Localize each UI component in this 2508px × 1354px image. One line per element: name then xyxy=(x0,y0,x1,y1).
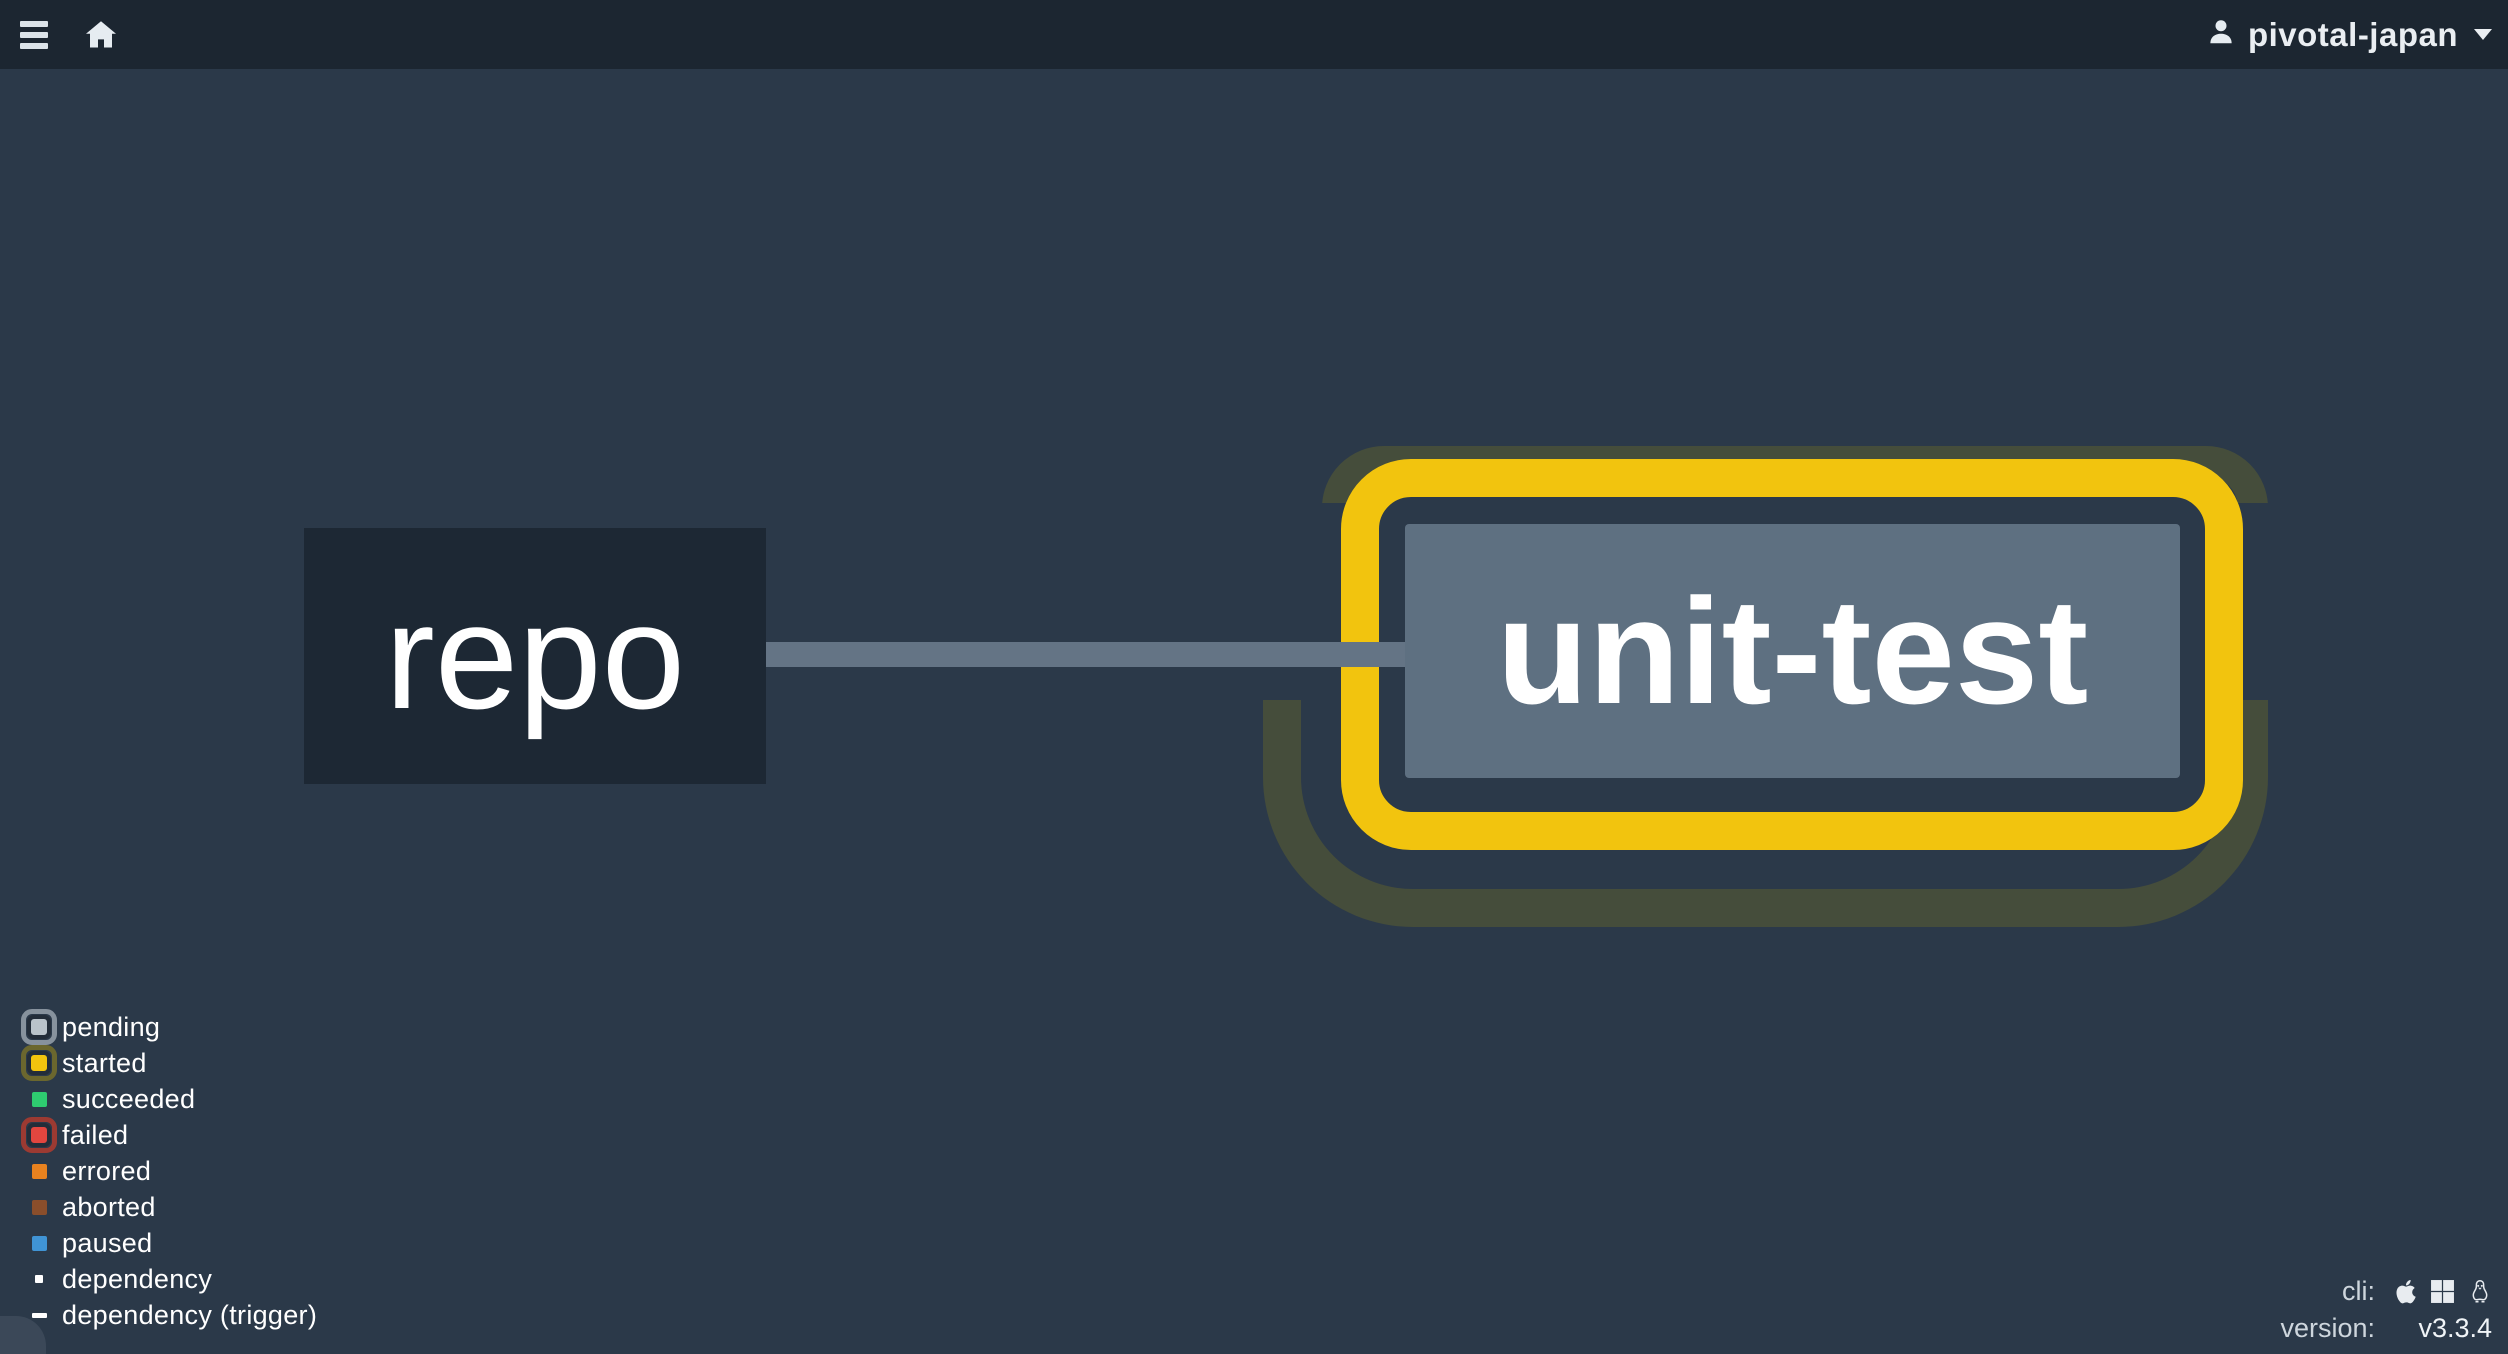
errored-status-icon xyxy=(31,1163,47,1179)
legend-item-pending: pending xyxy=(16,1009,317,1045)
paused-status-icon xyxy=(31,1235,47,1251)
home-icon[interactable] xyxy=(86,20,116,49)
dependency-status-icon xyxy=(35,1275,43,1283)
legend-label: dependency (trigger) xyxy=(62,1299,318,1330)
hamburger-menu-icon[interactable] xyxy=(16,20,48,49)
legend-label: aborted xyxy=(62,1191,156,1222)
dependency-trigger-status-icon xyxy=(31,1312,47,1318)
windows-icon[interactable] xyxy=(2430,1279,2455,1304)
linux-icon[interactable] xyxy=(2468,1278,2492,1305)
legend-label: dependency xyxy=(62,1263,213,1294)
succeeded-status-icon xyxy=(31,1091,47,1107)
user-name: pivotal-japan xyxy=(2247,15,2458,53)
top-bar-left xyxy=(16,20,116,49)
job-node-unit-test[interactable]: unit-test xyxy=(1405,524,2180,778)
top-bar: pivotal-japan xyxy=(0,0,2508,69)
legend-item-succeeded: succeeded xyxy=(16,1081,317,1117)
pipeline-edge xyxy=(766,642,1405,667)
legend-item-paused: paused xyxy=(16,1225,317,1261)
version-label: version: xyxy=(2280,1313,2375,1343)
legend-item-errored: errored xyxy=(16,1153,317,1189)
cli-download-icons xyxy=(2393,1278,2492,1305)
legend-label: pending xyxy=(62,1011,161,1042)
user-icon xyxy=(2206,17,2236,52)
legend-item-aborted: aborted xyxy=(16,1189,317,1225)
legend-item-dependency-trigger: dependency (trigger) xyxy=(16,1297,317,1333)
pending-status-icon xyxy=(21,1009,57,1045)
legend-item-started: started xyxy=(16,1045,317,1081)
aborted-status-icon xyxy=(31,1199,47,1215)
legend-label: succeeded xyxy=(62,1083,196,1114)
cli-label: cli: xyxy=(2342,1276,2375,1306)
cli-version-footer: cli: version: v3.3.4 xyxy=(2280,1276,2492,1344)
legend-item-failed: failed xyxy=(16,1117,317,1153)
resource-node-repo[interactable]: repo xyxy=(304,528,766,784)
user-menu[interactable]: pivotal-japan xyxy=(2206,16,2492,54)
legend-label: paused xyxy=(62,1227,153,1258)
legend: pending started succeeded failed errored… xyxy=(16,1009,317,1333)
version-value: v3.3.4 xyxy=(2418,1313,2492,1343)
caret-down-icon xyxy=(2474,29,2492,40)
apple-icon[interactable] xyxy=(2393,1278,2417,1305)
legend-label: failed xyxy=(62,1119,129,1150)
started-status-icon xyxy=(21,1045,57,1081)
failed-status-icon xyxy=(21,1117,57,1153)
job-node-label: unit-test xyxy=(1496,566,2089,735)
resource-node-label: repo xyxy=(384,571,686,740)
legend-label: errored xyxy=(62,1155,152,1186)
legend-label: started xyxy=(62,1047,147,1078)
legend-item-dependency: dependency xyxy=(16,1261,317,1297)
